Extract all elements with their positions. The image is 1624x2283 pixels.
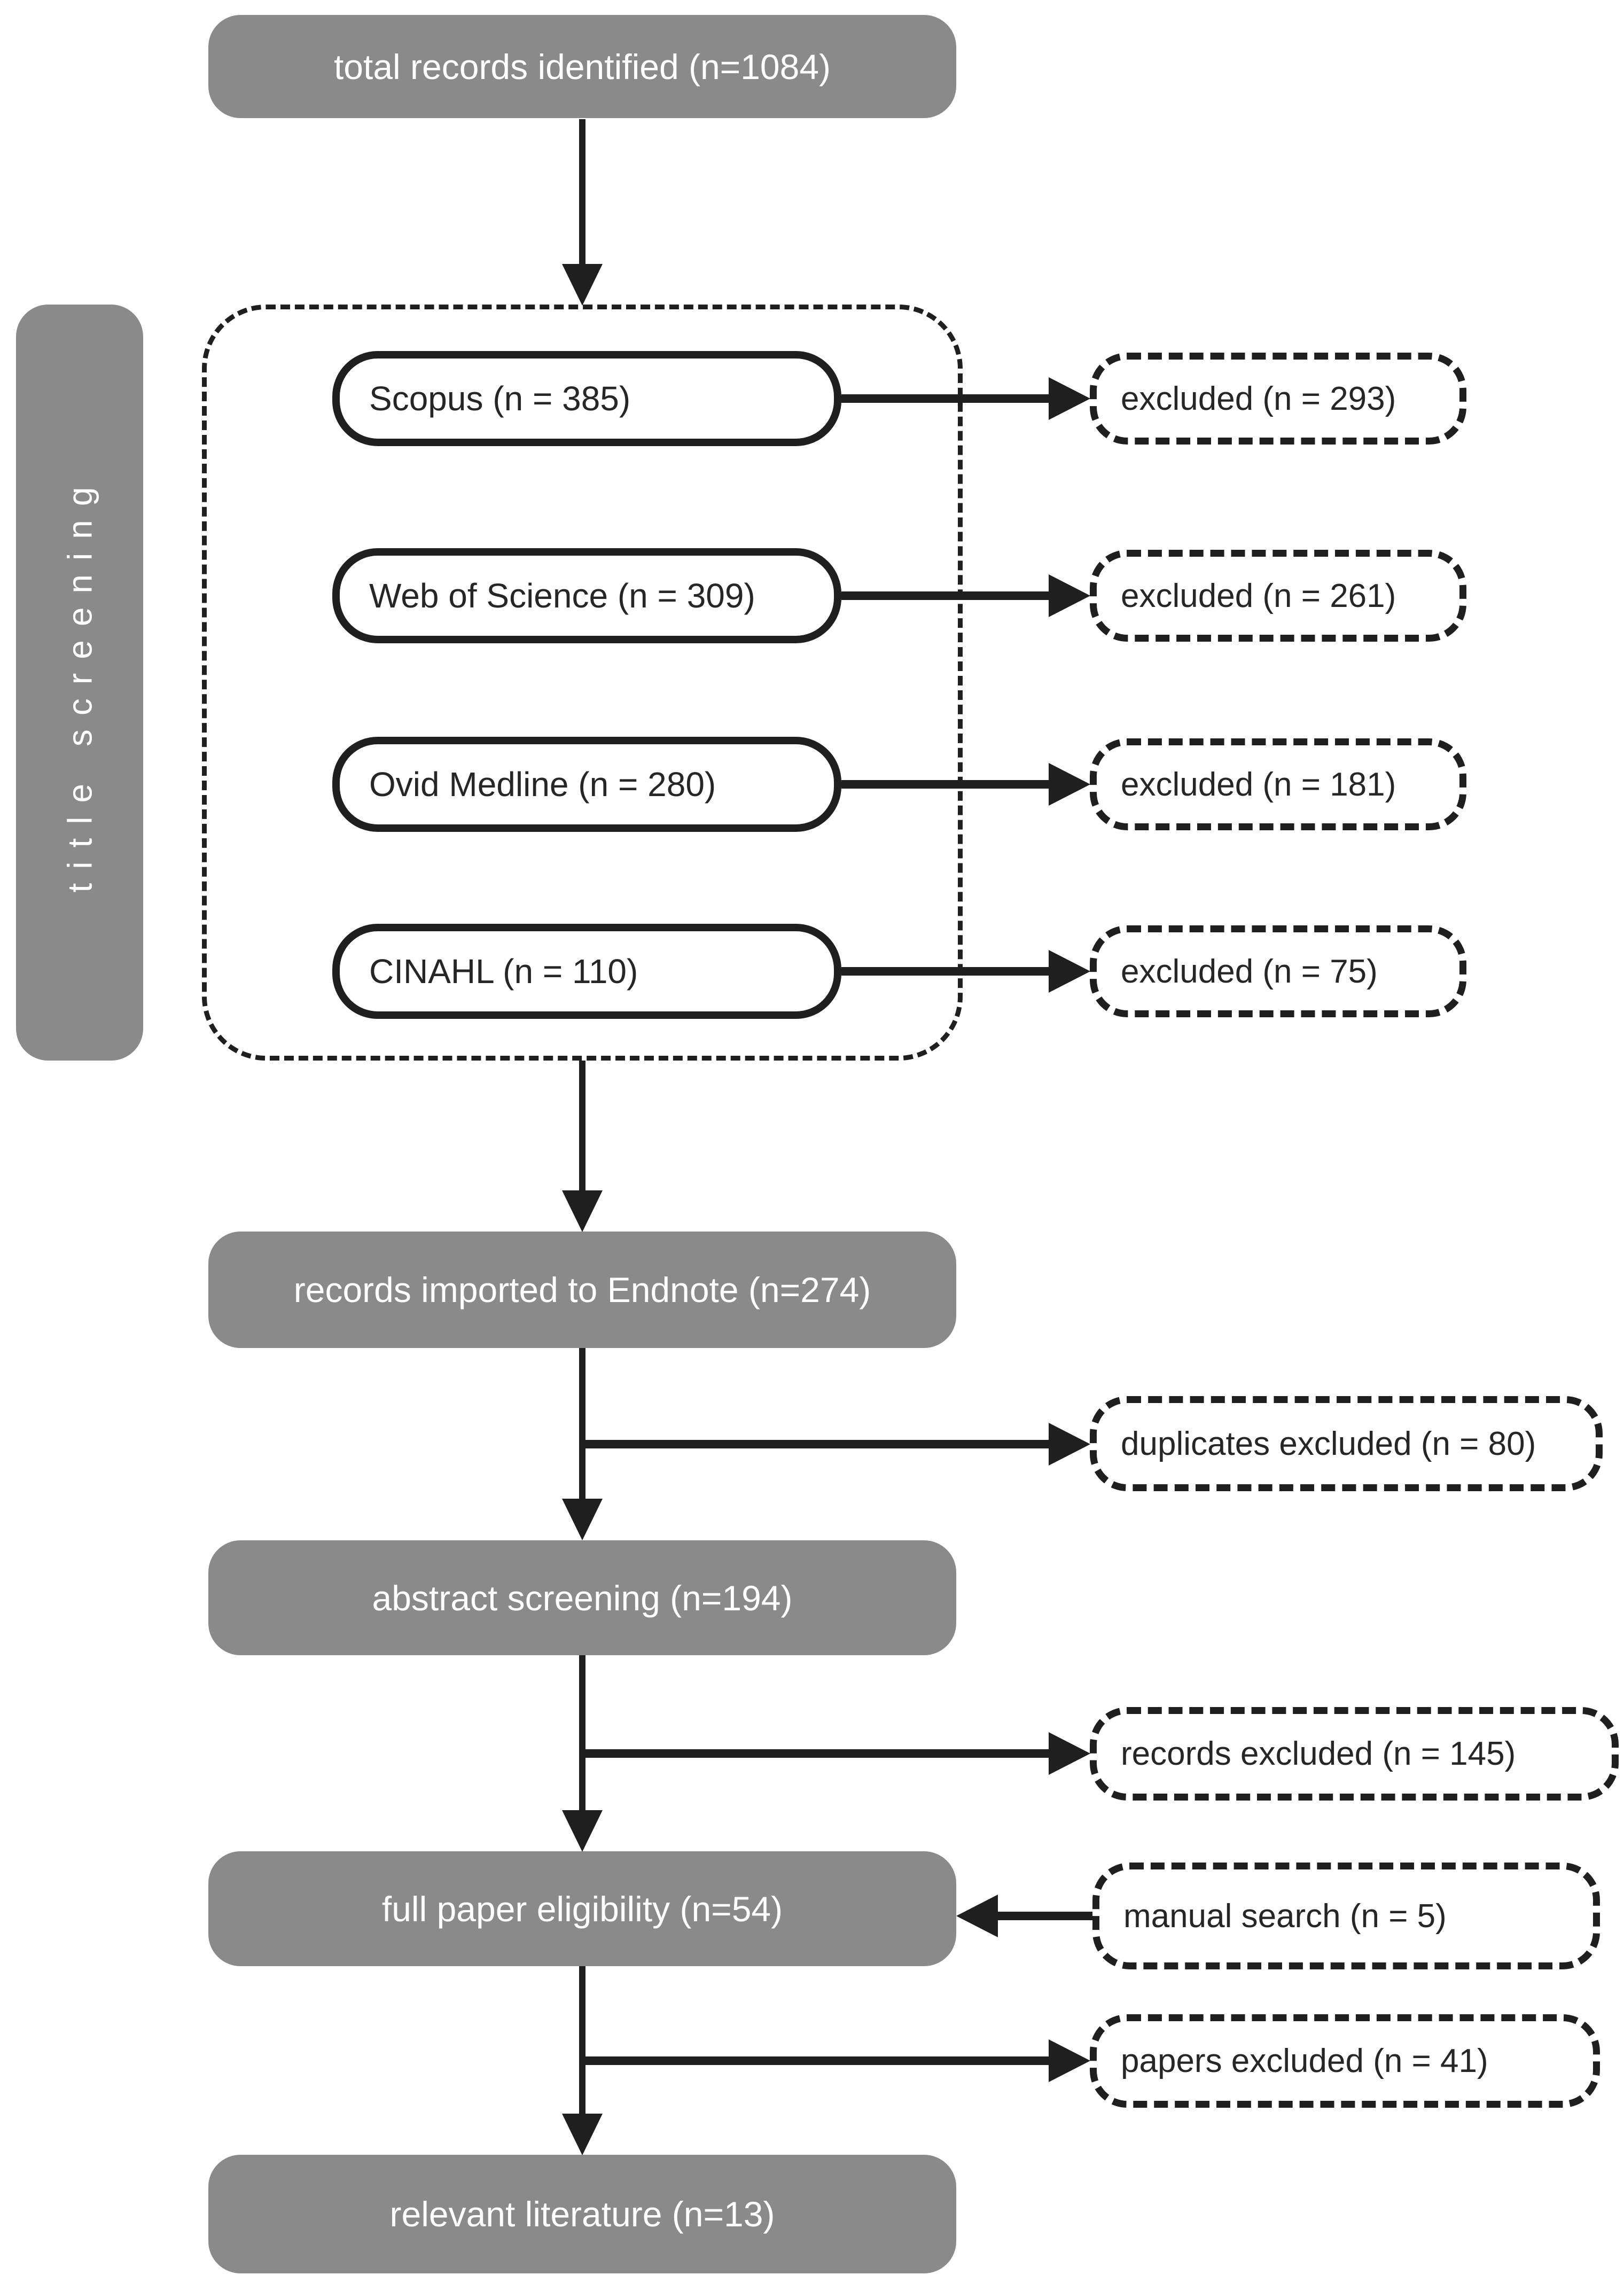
node-duplicates-excluded: duplicates excluded (n = 80)	[1090, 1396, 1603, 1491]
node-cinahl-excluded: excluded (n = 75)	[1090, 925, 1466, 1017]
node-papers-excluded: papers excluded (n = 41)	[1090, 2014, 1600, 2108]
arrowhead-right-papers-excluded-icon	[1049, 2039, 1090, 2082]
connector-to-papers-excluded	[582, 2056, 1050, 2065]
node-manual-search: manual search (n = 5)	[1092, 1863, 1600, 1969]
arrowhead-right-wos-excluded-icon	[1049, 574, 1090, 617]
connector-manual-search-to-fullpaper	[997, 1912, 1092, 1920]
stage-label-title-screening: title screening	[60, 473, 99, 892]
arrowhead-right-ovid-excluded-icon	[1049, 763, 1090, 806]
arrowhead-left-manual-into-fullpaper-icon	[956, 1895, 998, 1937]
title-screening-group-container	[202, 305, 963, 1061]
connector-scopus-to-excluded	[841, 394, 1050, 403]
node-ovid-medline: Ovid Medline (n = 280)	[332, 737, 841, 832]
arrowhead-right-cinahl-excluded-icon	[1049, 950, 1090, 993]
arrowhead-down-into-abstract-icon	[562, 1499, 603, 1540]
node-records-imported-endnote: records imported to Endnote (n=274)	[208, 1232, 956, 1348]
connector-ovid-to-excluded	[841, 780, 1050, 789]
node-full-paper-eligibility: full paper eligibility (n=54)	[208, 1851, 956, 1966]
arrowhead-down-into-fullpaper-icon	[562, 1810, 603, 1852]
node-abstract-screening: abstract screening (n=194)	[208, 1540, 956, 1655]
connector-wos-to-excluded	[841, 591, 1050, 600]
arrowhead-down-into-group-icon	[562, 264, 603, 306]
arrowhead-right-scopus-excluded-icon	[1049, 377, 1090, 420]
node-records-excluded: records excluded (n = 145)	[1090, 1707, 1619, 1801]
connector-cinahl-to-excluded	[841, 967, 1050, 976]
node-scopus-excluded: excluded (n = 293)	[1090, 353, 1466, 445]
node-web-of-science-excluded: excluded (n = 261)	[1090, 550, 1466, 642]
node-web-of-science: Web of Science (n = 309)	[332, 548, 841, 643]
arrowhead-down-into-endnote-icon	[562, 1190, 603, 1232]
connector-total-to-group	[579, 119, 585, 265]
arrowhead-right-records-excluded-icon	[1049, 1732, 1090, 1775]
node-ovid-medline-excluded: excluded (n = 181)	[1090, 738, 1466, 830]
stage-label-title-screening-box: title screening	[16, 305, 143, 1061]
connector-to-duplicates-excluded	[582, 1440, 1050, 1448]
node-cinahl: CINAHL (n = 110)	[332, 924, 841, 1019]
connector-endnote-to-abstract	[579, 1348, 585, 1500]
connector-group-to-endnote	[579, 1061, 585, 1191]
arrowhead-down-into-relevant-icon	[562, 2114, 603, 2155]
arrowhead-right-duplicates-icon	[1049, 1423, 1090, 1466]
connector-abstract-to-fullpaper	[579, 1655, 585, 1811]
node-scopus: Scopus (n = 385)	[332, 351, 841, 446]
node-total-records-identified: total records identified (n=1084)	[208, 15, 956, 118]
connector-fullpaper-to-relevant	[579, 1966, 585, 2115]
node-relevant-literature: relevant literature (n=13)	[208, 2155, 956, 2273]
connector-to-records-excluded	[582, 1749, 1050, 1758]
